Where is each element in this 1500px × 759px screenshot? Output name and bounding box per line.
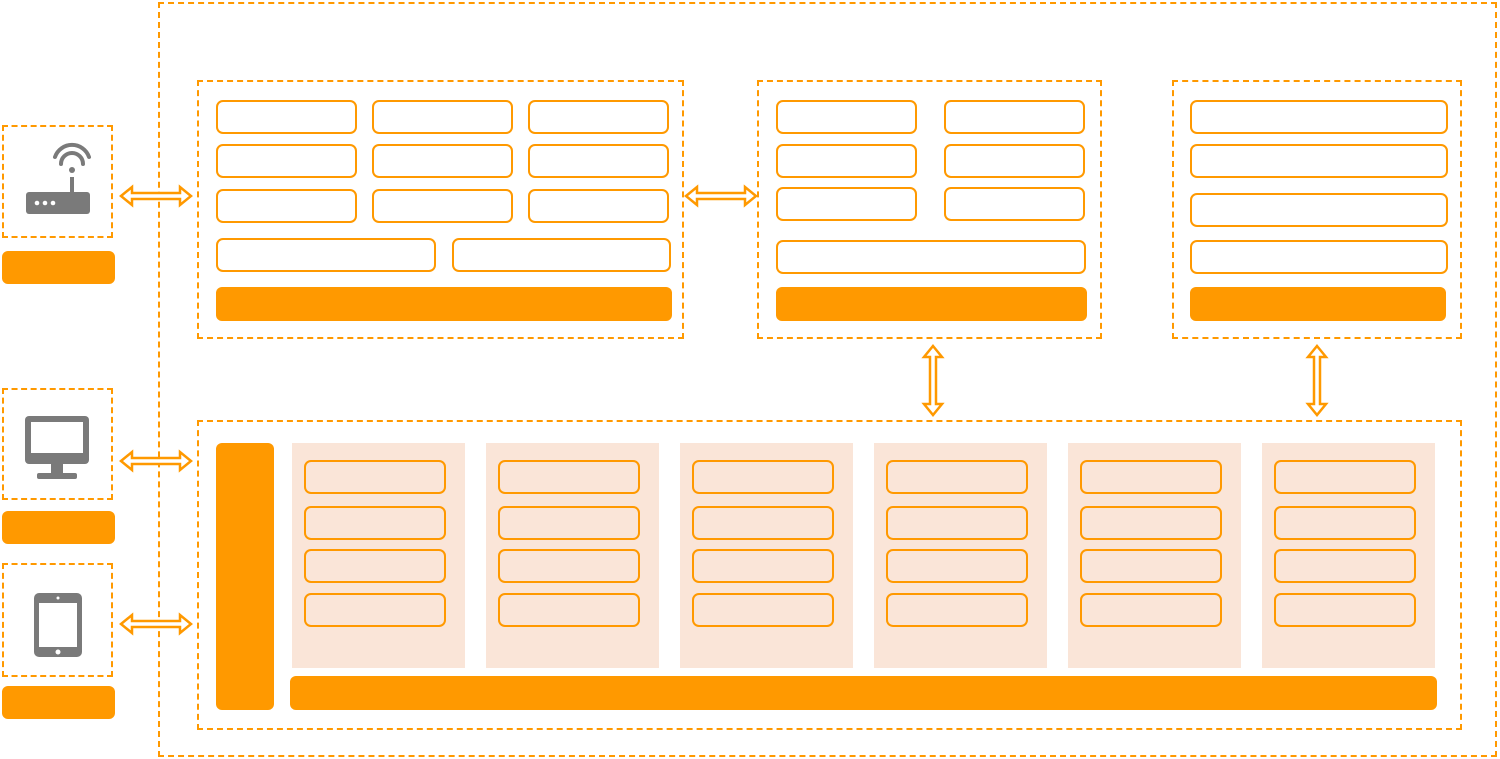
column-slot bbox=[498, 460, 640, 494]
storage-column bbox=[486, 443, 659, 668]
panel-top-left-label bbox=[216, 287, 672, 321]
bidirectional-arrow-icon bbox=[921, 344, 945, 417]
column-slot bbox=[498, 506, 640, 540]
storage-column bbox=[1068, 443, 1241, 668]
device-desktop-label bbox=[2, 511, 115, 544]
module-slot bbox=[452, 238, 671, 272]
column-slot bbox=[1080, 549, 1222, 583]
column-slot bbox=[304, 549, 446, 583]
column-slot bbox=[1080, 460, 1222, 494]
column-slot bbox=[1274, 506, 1416, 540]
column-slot bbox=[692, 506, 834, 540]
column-slot bbox=[304, 506, 446, 540]
module-slot bbox=[216, 100, 357, 134]
panel-bottom bbox=[197, 420, 1462, 730]
column-slot bbox=[886, 460, 1028, 494]
panel-top-right-label bbox=[1190, 287, 1446, 321]
module-slot bbox=[776, 100, 917, 134]
storage-column bbox=[680, 443, 853, 668]
module-slot bbox=[1190, 100, 1448, 134]
storage-column bbox=[292, 443, 465, 668]
column-slot bbox=[304, 460, 446, 494]
storage-column bbox=[874, 443, 1047, 668]
column-slot bbox=[886, 593, 1028, 627]
module-slot bbox=[372, 100, 513, 134]
bidirectional-arrow-icon bbox=[119, 184, 193, 208]
bidirectional-arrow-icon bbox=[119, 449, 193, 473]
module-slot bbox=[1190, 144, 1448, 178]
module-slot bbox=[1190, 240, 1448, 274]
panel-top-right bbox=[1172, 80, 1462, 339]
module-slot bbox=[944, 187, 1085, 221]
module-slot bbox=[528, 100, 669, 134]
module-slot bbox=[216, 189, 357, 223]
module-slot bbox=[944, 100, 1085, 134]
column-slot bbox=[886, 506, 1028, 540]
module-slot bbox=[372, 144, 513, 178]
bidirectional-arrow-icon bbox=[1305, 344, 1329, 417]
column-slot bbox=[1080, 506, 1222, 540]
tablet-icon bbox=[34, 593, 82, 657]
device-router-box bbox=[2, 125, 113, 238]
column-slot bbox=[886, 549, 1028, 583]
column-slot bbox=[692, 593, 834, 627]
panel-top-middle bbox=[757, 80, 1102, 339]
module-slot bbox=[776, 187, 917, 221]
device-tablet-label bbox=[2, 686, 115, 719]
storage-column bbox=[1262, 443, 1435, 668]
module-slot bbox=[216, 238, 436, 272]
column-slot bbox=[498, 593, 640, 627]
column-slot bbox=[692, 549, 834, 583]
module-slot bbox=[528, 189, 669, 223]
device-tablet-box bbox=[2, 563, 113, 677]
column-slot bbox=[1274, 460, 1416, 494]
column-slot bbox=[692, 460, 834, 494]
column-slot bbox=[1080, 593, 1222, 627]
bidirectional-arrow-icon bbox=[684, 184, 758, 208]
device-router-label bbox=[2, 251, 115, 284]
module-slot bbox=[1190, 193, 1448, 227]
column-slot bbox=[1274, 593, 1416, 627]
desktop-monitor-icon bbox=[25, 416, 89, 479]
module-slot bbox=[776, 240, 1086, 274]
panel-bottom-side-label bbox=[216, 443, 274, 710]
wifi-router-icon bbox=[26, 142, 91, 214]
panel-bottom-label bbox=[290, 676, 1437, 710]
device-desktop-box bbox=[2, 388, 113, 500]
module-slot bbox=[944, 144, 1085, 178]
module-slot bbox=[216, 144, 357, 178]
module-slot bbox=[372, 189, 513, 223]
bidirectional-arrow-icon bbox=[119, 612, 193, 636]
panel-top-middle-label bbox=[776, 287, 1087, 321]
module-slot bbox=[528, 144, 669, 178]
column-slot bbox=[304, 593, 446, 627]
column-slot bbox=[1274, 549, 1416, 583]
column-slot bbox=[498, 549, 640, 583]
module-slot bbox=[776, 144, 917, 178]
panel-top-left bbox=[197, 80, 684, 339]
system-boundary bbox=[158, 2, 1497, 757]
